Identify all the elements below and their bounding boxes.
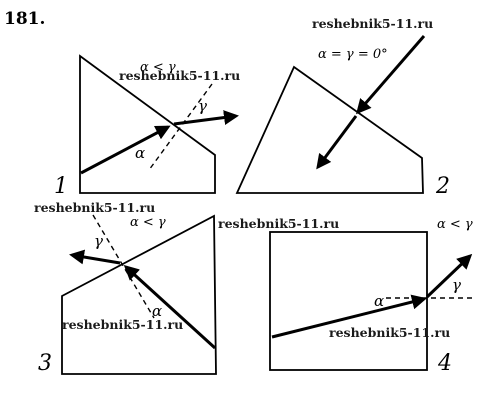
problem-number: 181. xyxy=(4,9,45,29)
panel-3-gamma-label: γ xyxy=(94,232,103,250)
panel-3: α γ α < γ 3 xyxy=(38,214,217,376)
panel-3-incident-ray xyxy=(123,264,217,350)
panel-1-refracted-ray xyxy=(173,110,239,126)
panel-3-prism xyxy=(61,214,217,375)
panel-4-incident-ray xyxy=(271,294,427,339)
watermark-panel-3: reshebnik5-11.ru xyxy=(62,317,183,332)
panel-2-condition: α = γ = 0° xyxy=(318,47,388,62)
panel-2-refracted-ray xyxy=(316,115,358,170)
panel-1-number: 1 xyxy=(54,174,68,199)
panel-4-gamma-label: γ xyxy=(452,276,461,294)
panel-4-block xyxy=(269,231,428,371)
panel-4: α γ α < γ 4 xyxy=(269,217,474,376)
panel-1-alpha-label: α xyxy=(135,144,145,162)
panel-4-refracted-ray xyxy=(425,253,473,299)
panel-1-prism xyxy=(79,54,216,194)
panel-2-prism xyxy=(235,65,424,194)
watermark-left: reshebnik5-11.ru xyxy=(34,200,155,215)
panel-1-incident-ray xyxy=(80,125,171,175)
watermark-top-right: reshebnik5-11.ru xyxy=(312,16,433,31)
panel-3-normal xyxy=(92,214,155,319)
panel-4-alpha-label: α xyxy=(374,292,384,310)
watermark-panel-4: reshebnik5-11.ru xyxy=(329,325,450,340)
panel-3-number: 3 xyxy=(38,351,52,376)
watermark-center: reshebnik5-11.ru xyxy=(218,216,339,231)
watermark-panel-1: reshebnik5-11.ru xyxy=(119,68,240,83)
panel-1: α γ α < γ 1 xyxy=(54,54,239,199)
panel-3-refracted-ray xyxy=(69,249,121,265)
panel-1-condition: α < γ xyxy=(140,60,176,75)
panel-4-number: 4 xyxy=(437,351,452,376)
panel-3-condition: α < γ xyxy=(130,215,166,230)
panel-1-gamma-label: γ xyxy=(198,97,207,115)
panel-4-condition: α < γ xyxy=(437,217,473,232)
panel-2-incident-ray xyxy=(356,35,426,115)
panel-2: α = γ = 0° 2 xyxy=(235,35,450,199)
panel-2-number: 2 xyxy=(435,174,450,199)
panel-3-alpha-label: α xyxy=(152,302,162,320)
